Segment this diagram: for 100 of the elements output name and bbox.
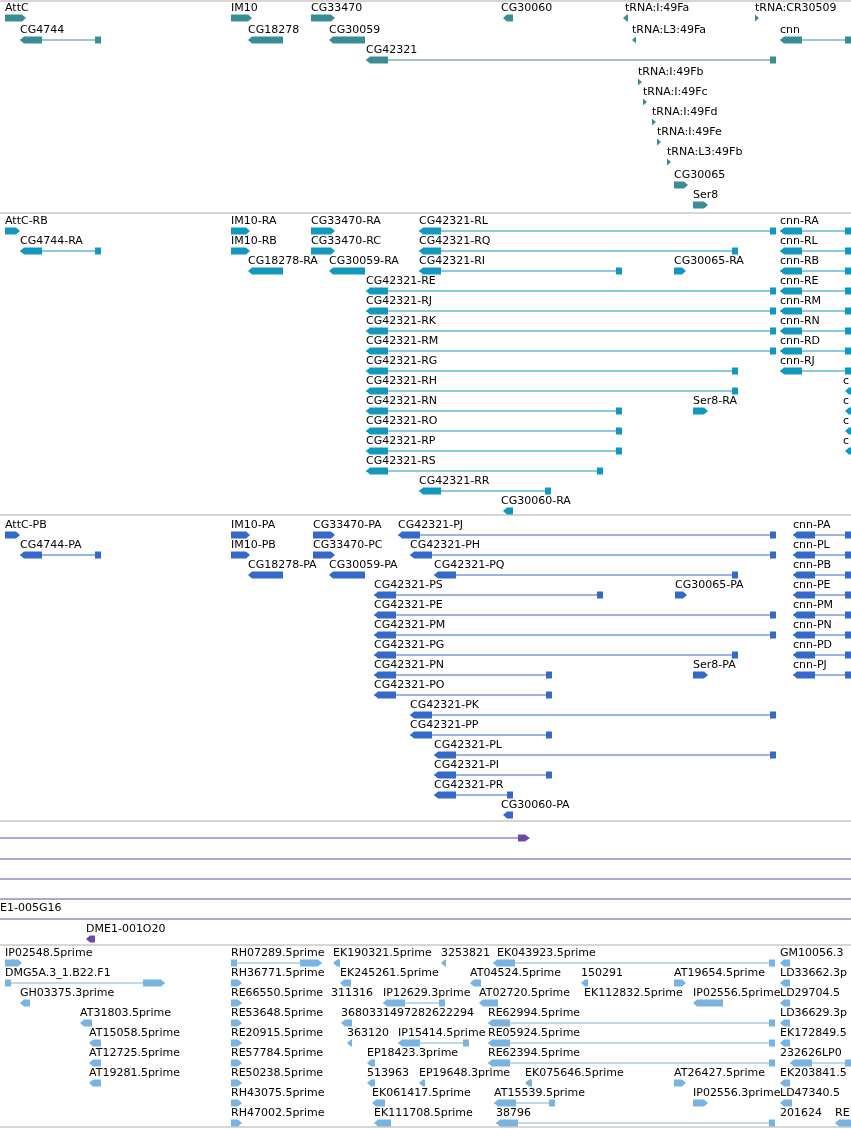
feature-label: AT15539.5prime (494, 1086, 585, 1099)
feature-label: GH03375.3prime (20, 986, 115, 999)
feature-label: IM10 (231, 1, 258, 14)
feature-label: RH07289.5prime (231, 946, 325, 959)
feature-label: AT19654.5prime (674, 966, 765, 979)
feature-label: EK190321.5prime (333, 946, 432, 959)
feature-label: tRNA:I:49Fb (638, 65, 704, 78)
feature-label: 3253821 (441, 946, 490, 959)
feature-label: AT26427.5prime (674, 1066, 765, 1079)
feature-label: CG33470-RC (311, 234, 381, 247)
feature-label: EP19648.3prime (419, 1066, 511, 1079)
feature-label: IM10-PB (231, 538, 276, 551)
feature-label: CG30065-PA (675, 578, 744, 591)
feature-label: CG42321-RN (366, 394, 438, 407)
feature-label: 311316 (331, 986, 373, 999)
feature-label: RE20915.5prime (231, 1026, 324, 1039)
feature-label: EK172849.5 (780, 1026, 847, 1039)
feature-label: AT02720.5prime (479, 986, 570, 999)
feature-label: CG42321-PR (434, 778, 504, 791)
feature-label: EK245261.5prime (340, 966, 439, 979)
feature-label: cnn-RA (780, 214, 819, 227)
feature-label: cnn-RJ (780, 354, 815, 367)
feature-label: tRNA:CR30509 (755, 1, 837, 14)
feature-label: RH47002.5prime (231, 1106, 325, 1119)
feature-label: CG30065-RA (674, 254, 744, 267)
feature-label: CG42321-PS (374, 578, 443, 591)
feature-label: CG30060 (501, 1, 553, 14)
feature-label: RE (835, 1106, 850, 1119)
feature-label: cnn-RL (780, 234, 818, 247)
feature-label: RE57784.5prime (231, 1046, 324, 1059)
feature-label: IP12629.3prime (383, 986, 471, 999)
feature-label: EK061417.5prime (372, 1086, 471, 1099)
feature-label: IM10-RB (231, 234, 277, 247)
feature-label: RE53648.5prime (231, 1006, 324, 1019)
feature-label: CG4744-PA (20, 538, 82, 551)
feature-label: EK203841.5 (780, 1066, 847, 1079)
feature-label: CG42321-RK (366, 314, 437, 327)
feature-label: 513963 (367, 1066, 409, 1079)
feature-label: AT04524.5prime (470, 966, 561, 979)
feature-label: CG42321-RR (419, 474, 490, 487)
feature-label: CG33470-PA (313, 518, 382, 531)
feature-label: LD47340.5 (780, 1086, 841, 1099)
feature-label: cnn-PM (793, 598, 834, 611)
feature-label: CG42321-PM (374, 618, 446, 631)
feature-label: c (843, 414, 850, 427)
feature-label: 232626LP0 (780, 1046, 842, 1059)
feature-label: cnn-RB (780, 254, 820, 267)
feature-label: AT31803.5prime (80, 1006, 171, 1019)
feature-label: CG42321-PE (374, 598, 443, 611)
feature-label: IP02548.5prime (5, 946, 93, 959)
feature-label: EK112832.5prime (584, 986, 683, 999)
feature-label: CG42321 (366, 43, 418, 56)
feature-label: RE62394.5prime (488, 1046, 581, 1059)
feature-label: 3680331497282622294 (341, 1006, 474, 1019)
feature-label: CG33470-PC (313, 538, 383, 551)
feature-label: CG30060-RA (501, 494, 571, 507)
feature-label: CG42321-RL (419, 214, 488, 227)
feature-label: CG18278 (248, 23, 300, 36)
feature-label: c (843, 434, 850, 447)
feature-label: tRNA:I:49Fe (657, 125, 722, 138)
feature-label: cnn-RN (780, 314, 820, 327)
feature-label: CG42321-RI (419, 254, 486, 267)
feature-label: cnn-RM (780, 294, 822, 307)
feature-label: CG42321-RS (366, 454, 436, 467)
feature-label: CG42321-RP (366, 434, 436, 447)
feature-label: CG30065 (674, 168, 726, 181)
feature-label: CG42321-PL (434, 738, 502, 751)
feature-label: CG42321-RQ (419, 234, 491, 247)
feature-label: IP15414.5prime (398, 1026, 486, 1039)
feature-label: EK111708.5prime (374, 1106, 473, 1119)
feature-label: CG33470-RA (311, 214, 381, 227)
feature-label: c (843, 394, 850, 407)
feature-label: CG4744 (20, 23, 65, 36)
feature-label: IP02556.3prime (693, 1086, 781, 1099)
feature-label: RH36771.5prime (231, 966, 325, 979)
feature-label: LD29704.5 (780, 986, 841, 999)
feature-label: CG42321-RM (366, 334, 439, 347)
feature-label: 150291 (581, 966, 623, 979)
feature-label: RE50238.5prime (231, 1066, 324, 1079)
feature-label: EK043923.5prime (497, 946, 596, 959)
feature-label: CG18278-RA (248, 254, 318, 267)
feature-label: CG42321-RH (366, 374, 438, 387)
feature-label: cnn-PA (793, 518, 831, 531)
feature-label: CG30059-RA (329, 254, 399, 267)
feature-label: CG42321-RJ (366, 294, 433, 307)
feature-label: c (843, 374, 850, 387)
feature-label: AttC-RB (5, 214, 48, 227)
feature-label: EP18423.3prime (367, 1046, 459, 1059)
feature-label: 201624 (780, 1106, 822, 1119)
feature-label: Ser8-PA (693, 658, 736, 671)
feature-label: cnn-RE (780, 274, 819, 287)
feature-label: CG42321-PG (374, 638, 445, 651)
feature-label: cnn-PD (793, 638, 833, 651)
feature-label: tRNA:I:49Fc (643, 85, 708, 98)
feature-label: CG42321-PP (410, 718, 479, 731)
feature-label: AttC-PB (5, 518, 47, 531)
feature-label: AT19281.5prime (89, 1066, 180, 1079)
feature-label: AT15058.5prime (89, 1026, 180, 1039)
feature-label: CG30059-PA (329, 558, 398, 571)
feature-label: 363120 (347, 1026, 389, 1039)
